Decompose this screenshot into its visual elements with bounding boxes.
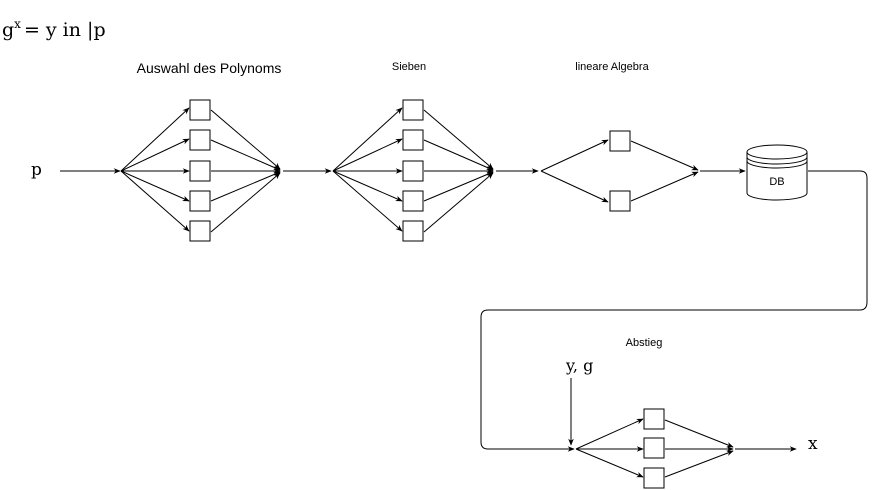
- edge: [540, 170, 609, 203]
- edge: [332, 138, 403, 172]
- edge: [332, 170, 403, 232]
- process-node: [189, 129, 211, 151]
- stage-linear-algebra: [540, 130, 699, 212]
- database-top: [746, 144, 808, 160]
- edge: [423, 171, 494, 202]
- output-label-x: x: [808, 434, 818, 454]
- process-node: [189, 99, 211, 121]
- formula-rest: = y in |p: [24, 19, 106, 41]
- process-node: [402, 160, 424, 182]
- edge: [120, 107, 190, 172]
- input-label-p: p: [31, 160, 42, 180]
- edge: [210, 139, 281, 171]
- stage-label-polynomial-selection: Auswahl des Polynoms: [137, 60, 282, 76]
- edge: [630, 140, 699, 171]
- process-node: [189, 190, 211, 212]
- edge: [575, 448, 644, 478]
- edge: [540, 139, 609, 172]
- process-node: [189, 220, 211, 242]
- process-node: [609, 130, 631, 152]
- edge: [423, 172, 494, 233]
- process-node: [402, 129, 424, 151]
- edge: [332, 170, 403, 202]
- process-node: [643, 437, 665, 459]
- process-node: [643, 408, 665, 430]
- process-node: [402, 220, 424, 242]
- stage-descent: [575, 408, 734, 489]
- formula: gx= y in |p: [2, 17, 106, 41]
- process-node: [609, 190, 631, 212]
- edge: [664, 450, 734, 478]
- edge: [423, 139, 494, 171]
- stage-sieving: [332, 99, 494, 242]
- edge: [120, 170, 190, 232]
- edge: [423, 109, 494, 170]
- edge: [210, 109, 281, 170]
- database-cylinder: DB: [746, 144, 808, 201]
- stage-label-linear-algebra: lineare Algebra: [575, 61, 649, 73]
- database-label: DB: [769, 176, 784, 188]
- database-ring: [746, 156, 808, 165]
- edge: [210, 171, 281, 202]
- process-node: [643, 467, 665, 489]
- process-node: [402, 190, 424, 212]
- formula-base: g: [2, 19, 14, 41]
- db-to-descent-connector: [480, 170, 868, 452]
- descent-input-label: y, g: [565, 356, 593, 375]
- formula-exponent: x: [14, 17, 21, 31]
- database-ring: [746, 160, 808, 169]
- stage-label-descent: Abstieg: [626, 337, 663, 349]
- stage-polynomial-selection: [120, 99, 281, 242]
- edge: [210, 172, 281, 233]
- edge: [332, 107, 403, 172]
- edge: [575, 418, 644, 450]
- edge: [664, 419, 734, 448]
- database-body: [746, 152, 808, 201]
- process-node: [402, 99, 424, 121]
- edge: [120, 138, 190, 172]
- edge: [120, 170, 190, 202]
- process-node: [189, 160, 211, 182]
- edge: [630, 171, 699, 202]
- stage-label-sieving: Sieben: [392, 61, 426, 73]
